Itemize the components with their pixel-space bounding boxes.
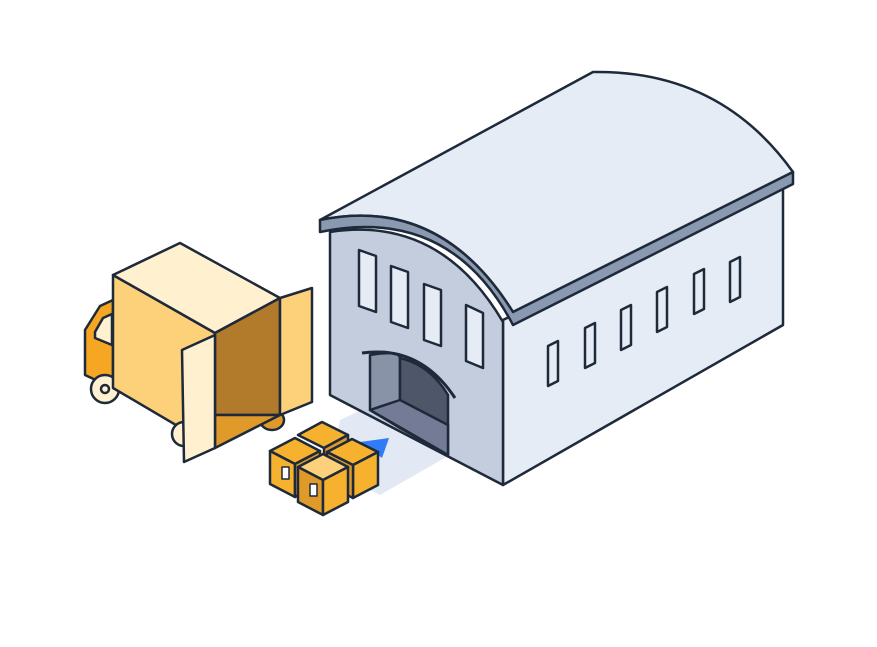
window: [422, 282, 443, 348]
window: [389, 264, 410, 330]
direction-arrow-icon: [360, 438, 389, 458]
roof-band: [318, 170, 795, 327]
window: [464, 303, 485, 370]
window: [655, 285, 669, 334]
truck-right-door: [278, 286, 314, 417]
window: [692, 267, 706, 316]
boxes: [268, 420, 380, 517]
truck-floor: [213, 413, 282, 450]
loading-door: [361, 350, 457, 457]
box: [296, 452, 350, 517]
warehouse: [318, 70, 795, 487]
window: [583, 321, 597, 370]
truck: [83, 241, 314, 464]
window: [357, 248, 378, 314]
truck-left-door: [180, 333, 217, 464]
window: [546, 339, 560, 388]
front-windows: [357, 248, 485, 370]
window: [728, 255, 742, 304]
window: [619, 303, 633, 352]
side-windows: [546, 255, 742, 388]
